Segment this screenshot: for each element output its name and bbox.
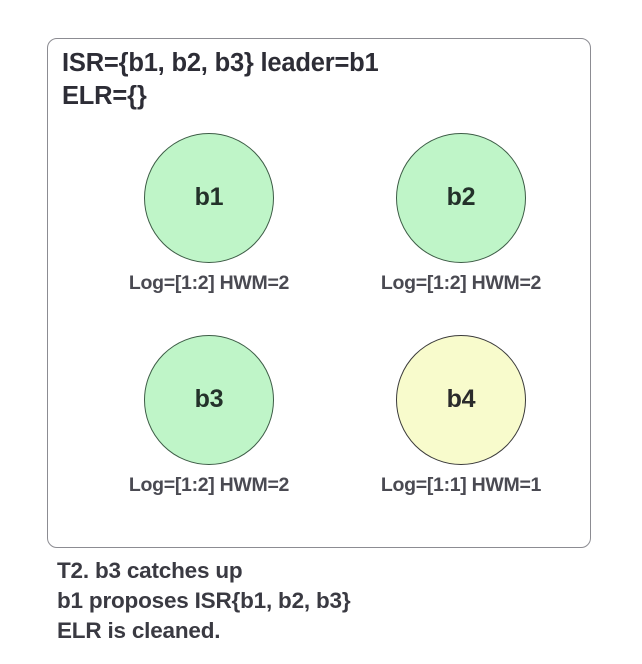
broker-meta-b1: Log=[1:2] HWM=2 xyxy=(128,272,290,294)
panel-header: ISR={b1, b2, b3} leader=b1 ELR={} xyxy=(62,47,582,113)
broker-node-b3: b3 Log=[1:2] HWM=2 xyxy=(94,335,324,525)
broker-label-b4: b4 xyxy=(446,384,476,413)
caption-line-3: ELR is cleaned. xyxy=(57,618,221,643)
broker-circle-b1: b1 xyxy=(144,133,274,263)
caption-line-1: T2. b3 catches up xyxy=(57,558,243,583)
broker-meta-b3: Log=[1:2] HWM=2 xyxy=(128,474,290,496)
broker-node-b2: b2 Log=[1:2] HWM=2 xyxy=(346,133,576,323)
broker-meta-b2: Log=[1:2] HWM=2 xyxy=(380,272,542,294)
state-panel: ISR={b1, b2, b3} leader=b1 ELR={} b1 Log… xyxy=(47,38,591,548)
broker-node-b4: b4 Log=[1:1] HWM=1 xyxy=(346,335,576,525)
caption-line-2: b1 proposes ISR{b1, b2, b3} xyxy=(57,588,351,613)
broker-label-b3: b3 xyxy=(194,384,224,413)
diagram-caption: T2. b3 catches up b1 proposes ISR{b1, b2… xyxy=(57,556,617,646)
broker-meta-b4: Log=[1:1] HWM=1 xyxy=(380,474,542,496)
broker-node-b1: b1 Log=[1:2] HWM=2 xyxy=(94,133,324,323)
isr-leader-line: ISR={b1, b2, b3} leader=b1 xyxy=(62,49,379,77)
broker-circle-b2: b2 xyxy=(396,133,526,263)
broker-node-grid: b1 Log=[1:2] HWM=2 b2 Log=[1:2] HWM=2 b3… xyxy=(48,133,592,533)
elr-line: ELR={} xyxy=(62,82,147,110)
broker-circle-b3: b3 xyxy=(144,335,274,465)
broker-label-b1: b1 xyxy=(194,182,224,211)
broker-circle-b4: b4 xyxy=(396,335,526,465)
broker-label-b2: b2 xyxy=(446,182,476,211)
